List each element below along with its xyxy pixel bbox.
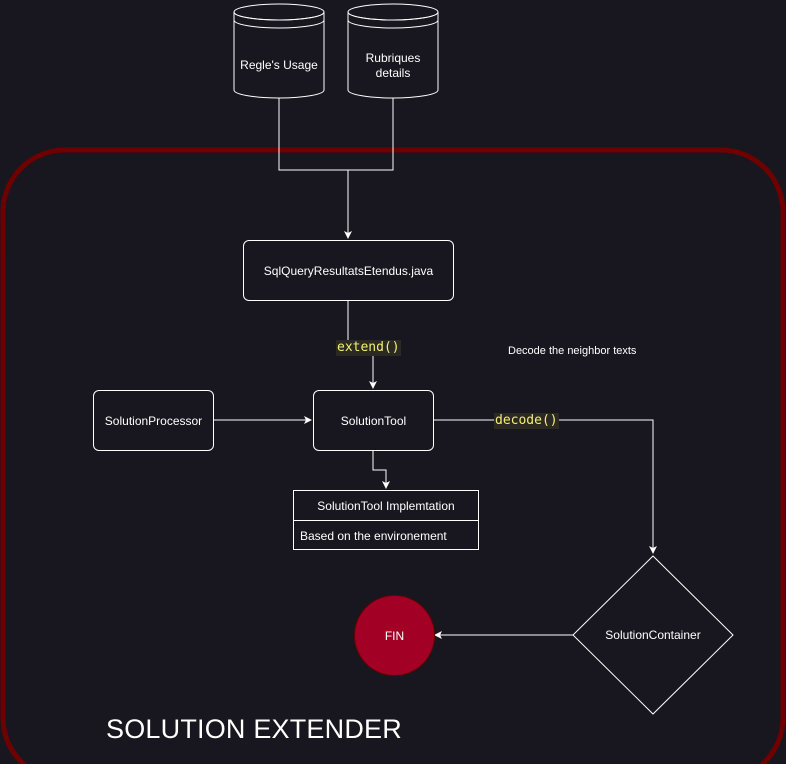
decode-note-text: Decode the neighbor texts: [508, 345, 637, 357]
sqlquery-node[interactable]: SqlQueryResultatsEtendus.java: [243, 240, 454, 301]
database-regles-usage-label: Regle's Usage: [240, 58, 318, 72]
extend-edge-label: extend(): [336, 340, 401, 356]
decode-edge-label: decode(): [494, 413, 559, 429]
solution-tool-node[interactable]: SolutionTool: [313, 390, 434, 451]
implementation-table-row: Based on the environement: [300, 528, 447, 543]
connector-rubriques-to-merge: [348, 98, 394, 171]
fin-label: FIN: [384, 628, 405, 643]
connector-regles-to-merge: [278, 98, 348, 171]
database-rubriques-details-label: Rubriques details: [365, 51, 421, 80]
solution-processor-node[interactable]: SolutionProcessor: [93, 390, 214, 451]
solution-extender-title: SOLUTION EXTENDER: [106, 714, 402, 744]
database-regles-usage-shape: [233, 3, 325, 99]
solution-tool-implementation-table[interactable]: SolutionTool Implemtation Based on the e…: [293, 490, 479, 550]
solution-container-label[interactable]: SolutionContainer: [605, 628, 701, 642]
fin-end-node[interactable]: FIN: [354, 595, 435, 676]
implementation-table-header: SolutionTool Implemtation: [294, 491, 478, 521]
database-rubriques-details-shape: [347, 3, 439, 99]
solution-container-diamond: [572, 555, 734, 715]
connector-tool-to-implementation: [372, 450, 390, 489]
